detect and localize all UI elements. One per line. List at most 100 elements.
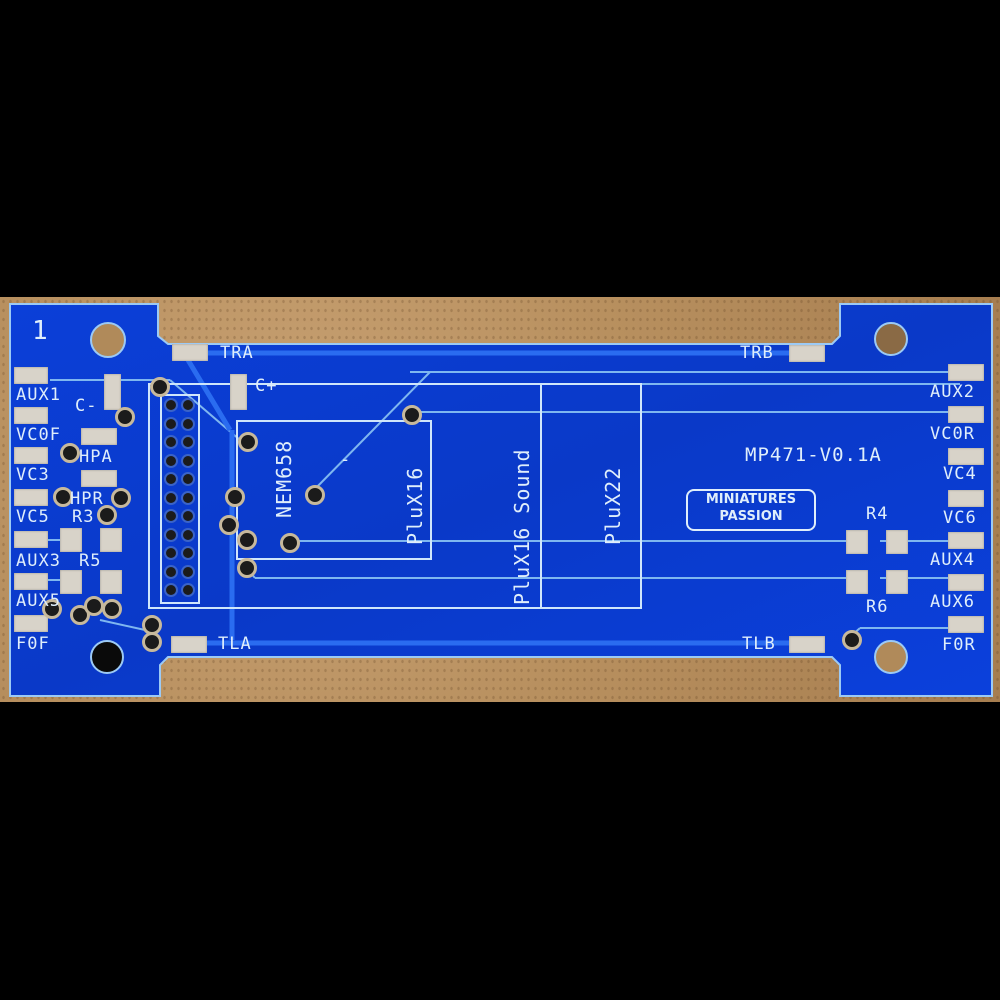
label-vc0r: VC0R <box>930 424 975 444</box>
pad-aux3 <box>14 531 48 548</box>
via <box>150 377 170 397</box>
via <box>60 443 80 463</box>
header-pin-hole <box>181 453 195 468</box>
pad-hpr <box>81 470 117 487</box>
via <box>111 488 131 508</box>
label-tla: TLA <box>218 634 252 654</box>
pad-c-minus <box>104 374 121 410</box>
pad-aux5 <box>14 573 48 590</box>
pad-trb <box>789 345 825 362</box>
label-r5: R5 <box>79 551 102 571</box>
pad-r6-b <box>886 570 908 594</box>
label-plux16: PluX16 <box>403 466 427 545</box>
pin-header-outline <box>160 394 200 604</box>
label-nem658: NEM658 <box>272 439 296 518</box>
label-plux16-sound: PluX16 Sound <box>510 448 534 606</box>
via <box>115 407 135 427</box>
header-pin-hole <box>181 564 195 579</box>
header-pin-hole <box>164 546 178 560</box>
label-f0r: F0R <box>942 635 976 655</box>
header-pin-hole <box>164 509 178 523</box>
header-pin-hole <box>181 435 195 449</box>
brand-logo: MINIATURES PASSION <box>686 489 816 531</box>
pad-vc0r <box>948 406 984 423</box>
pad-r5-b <box>100 570 122 594</box>
header-pin-hole <box>181 472 195 486</box>
mounting-hole-bottom-left <box>90 640 124 674</box>
pad-tlb <box>789 636 825 653</box>
header-pin-hole <box>181 509 195 523</box>
pad-r6-a <box>846 570 868 594</box>
label-vc4: VC4 <box>943 464 977 484</box>
pad-aux4 <box>948 532 984 549</box>
label-aux3: AUX3 <box>16 551 61 571</box>
label-aux2: AUX2 <box>930 382 975 402</box>
via <box>97 505 117 525</box>
pad-vc5 <box>14 489 48 506</box>
via <box>280 533 300 553</box>
header-pin-hole <box>181 398 195 412</box>
header-pin-hole <box>164 527 178 542</box>
via <box>142 632 162 652</box>
pad-tla <box>171 636 207 653</box>
label-tra: TRA <box>220 343 254 363</box>
pad-aux6 <box>948 574 984 591</box>
via <box>42 599 62 619</box>
label-plux22: PluX22 <box>601 466 625 545</box>
pad-f0r <box>948 616 984 633</box>
via <box>305 485 325 505</box>
logo-line-2: PASSION <box>719 509 783 524</box>
plux22-outline <box>540 383 642 609</box>
label-tlb: TLB <box>742 634 776 654</box>
header-pin-hole <box>164 453 178 468</box>
header-pin-hole <box>164 435 178 449</box>
via <box>225 487 245 507</box>
label-r3: R3 <box>72 507 95 527</box>
label-f0f: F0F <box>16 634 50 654</box>
pad-r3-a <box>60 528 82 552</box>
via <box>84 596 104 616</box>
label-r6: R6 <box>866 597 889 617</box>
label-vc3: VC3 <box>16 465 50 485</box>
pad-vc4 <box>948 448 984 465</box>
label-aux5: AUX5 <box>16 591 61 611</box>
pad-hpa <box>81 428 117 445</box>
via <box>53 487 73 507</box>
pad-tra <box>172 344 208 361</box>
mounting-hole-bottom-right <box>874 640 908 674</box>
pad-r5-a <box>60 570 82 594</box>
pad-c-plus <box>230 374 247 410</box>
label-vc5: VC5 <box>16 507 50 527</box>
via <box>237 558 257 578</box>
header-pin-hole <box>181 490 195 505</box>
header-pin-hole <box>164 416 178 431</box>
header-pin-hole <box>181 546 195 560</box>
mounting-hole-top-left <box>90 322 126 358</box>
label-aux4: AUX4 <box>930 550 975 570</box>
pad-r4-b <box>886 530 908 554</box>
label-r4: R4 <box>866 504 889 524</box>
label-c-plus: C+ <box>255 376 278 396</box>
label-aux6: AUX6 <box>930 592 975 612</box>
pad-aux1 <box>14 367 48 384</box>
header-pin-hole <box>164 472 178 486</box>
header-pin-hole <box>181 527 195 542</box>
header-pin-hole <box>164 490 178 505</box>
label-hpa: HPA <box>79 447 113 467</box>
pad-f0f <box>14 615 48 632</box>
pin1-marker: 1 <box>32 316 49 346</box>
pad-r4-a <box>846 530 868 554</box>
pad-vc0f <box>14 407 48 424</box>
label-c-minus: C- <box>75 396 98 416</box>
via <box>102 599 122 619</box>
label-vc6: VC6 <box>943 508 977 528</box>
via <box>402 405 422 425</box>
via <box>238 432 258 452</box>
pad-r3-b <box>100 528 122 552</box>
header-pin-hole <box>181 416 195 431</box>
header-pin-hole <box>164 398 178 412</box>
label-trb: TRB <box>740 343 774 363</box>
via <box>237 530 257 550</box>
pad-vc6 <box>948 490 984 507</box>
header-pin-hole <box>181 583 195 597</box>
